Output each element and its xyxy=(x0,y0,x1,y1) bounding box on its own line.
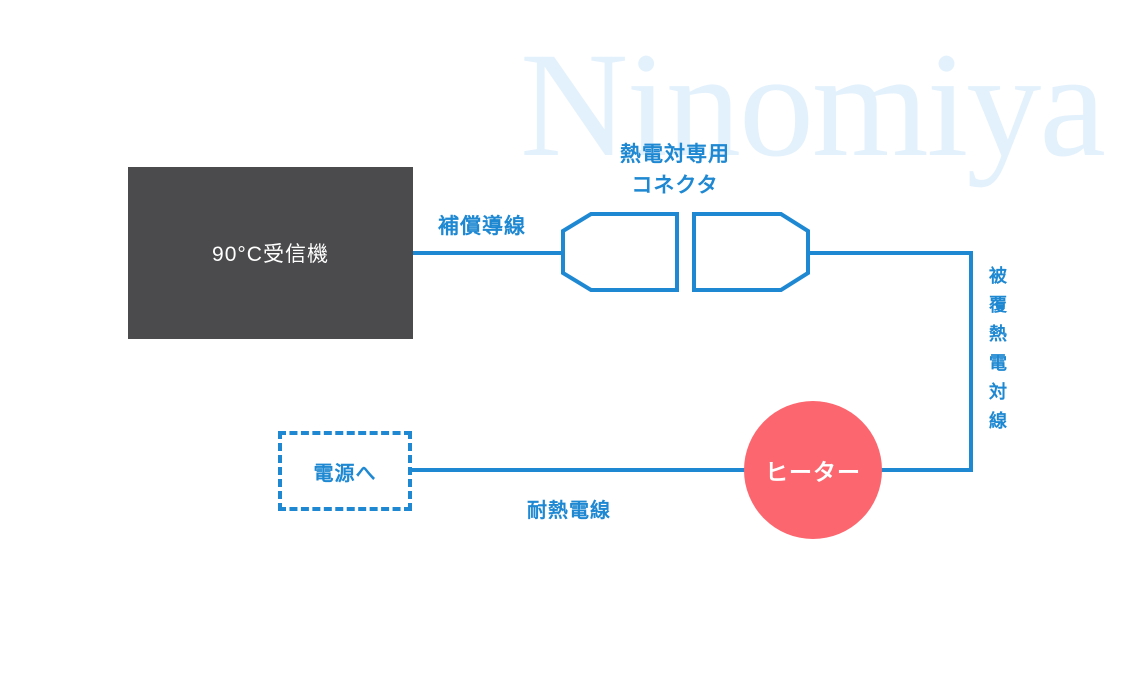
compensating-wire-label: 補償導線 xyxy=(438,215,526,238)
receiver-box: 90°C受信機 xyxy=(128,167,413,339)
power-supply-box: 電源へ xyxy=(278,431,412,511)
receiver-label: 90°C受信機 xyxy=(212,243,329,266)
ninomiya-watermark: Ninomiya xyxy=(520,22,1106,188)
connector-label-line1: 熱電対専用 xyxy=(620,143,730,166)
heater-label: ヒーター xyxy=(765,459,861,485)
power-supply-label: 電源へ xyxy=(313,462,377,485)
heater-circle: ヒーター xyxy=(744,401,882,539)
heat-resistant-wire-label: 耐熱電線 xyxy=(527,500,611,522)
connector-label: 熱電対専用 コネクタ xyxy=(575,139,775,201)
connector-plug-shape xyxy=(561,212,679,292)
connector-socket-shape xyxy=(692,212,810,292)
thermocouple-and-heat-resistant-wire-path xyxy=(412,251,973,472)
connector-label-line2: コネクタ xyxy=(631,174,719,197)
sheathed-thermocouple-wire-label: 被覆熱電対線 xyxy=(987,266,1007,440)
